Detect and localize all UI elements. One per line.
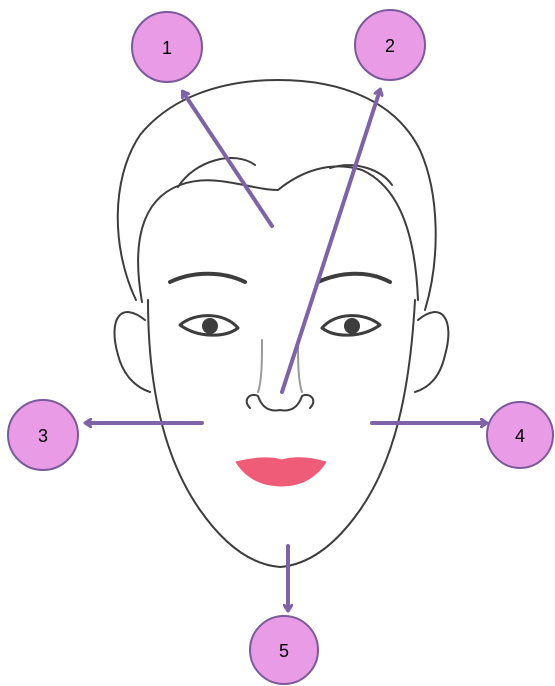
marker-4: 4 xyxy=(487,402,553,468)
hair-outline xyxy=(118,80,436,310)
left-ear xyxy=(114,312,150,392)
right-pupil xyxy=(345,319,359,333)
left-eyebrow xyxy=(170,274,245,282)
right-ear xyxy=(415,312,448,392)
marker-5: 5 xyxy=(250,616,318,684)
face-contour xyxy=(148,300,415,567)
hairline xyxy=(138,166,418,302)
face-illustration xyxy=(114,80,448,567)
nose-bridge-left xyxy=(258,340,262,392)
marker-3-label: 3 xyxy=(38,426,48,446)
right-eyebrow xyxy=(318,274,390,282)
marker-2-label: 2 xyxy=(385,36,395,56)
arrow-2 xyxy=(282,90,380,392)
marker-1: 1 xyxy=(132,12,202,82)
lips xyxy=(236,458,326,486)
nose-bridge-right xyxy=(298,340,302,392)
nose-base xyxy=(247,395,314,411)
marker-1-label: 1 xyxy=(162,38,172,58)
left-pupil xyxy=(203,319,217,333)
hair-strand xyxy=(330,165,392,185)
marker-2: 2 xyxy=(355,10,425,80)
marker-3: 3 xyxy=(8,400,78,470)
marker-4-label: 4 xyxy=(515,426,525,446)
arrow-1 xyxy=(183,92,272,226)
marker-5-label: 5 xyxy=(279,641,289,661)
